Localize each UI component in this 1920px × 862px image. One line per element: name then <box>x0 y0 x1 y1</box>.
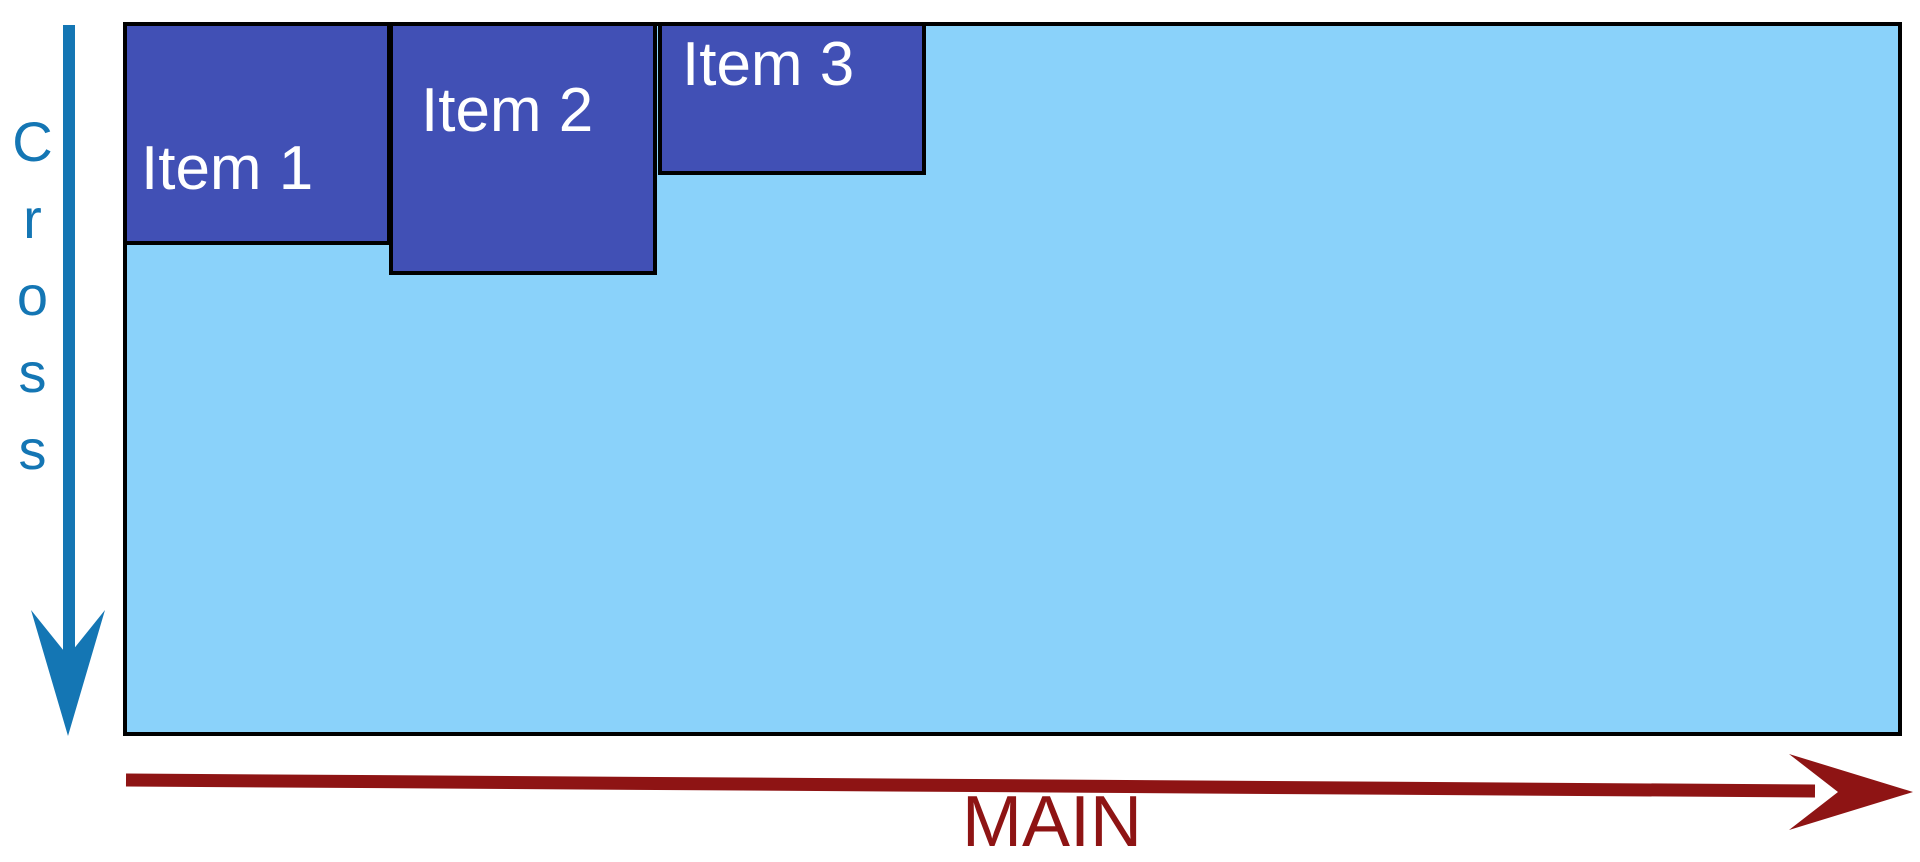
flex-item-3: Item 3 <box>658 22 926 175</box>
main-axis-label: MAIN <box>962 782 1142 862</box>
cross-axis-label: Cross <box>1 110 64 495</box>
flex-item-3-label: Item 3 <box>682 30 855 99</box>
flex-item-1-label: Item 1 <box>141 134 314 203</box>
flex-item-2: Item 2 <box>389 22 657 275</box>
flex-item-1: Item 1 <box>123 22 391 245</box>
flex-item-2-label: Item 2 <box>421 76 594 145</box>
